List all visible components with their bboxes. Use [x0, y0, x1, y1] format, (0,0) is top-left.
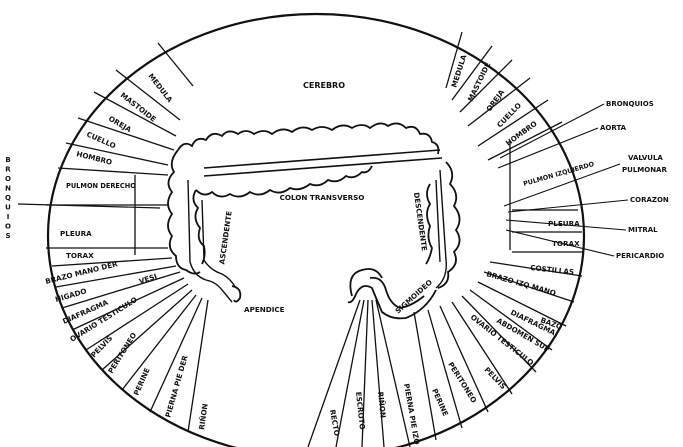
left-torax-label: TORAX — [66, 251, 94, 260]
left-medula-label: MEDULA — [146, 72, 174, 105]
left-pierna-pie-der-label: PIERNA PIE DER — [163, 354, 189, 419]
apendice-label: APENDICE — [244, 305, 285, 314]
left-vesi-label: VESI — [138, 272, 159, 286]
valvula-label: VALVULA — [628, 154, 663, 162]
descendente-label: DESCENDENTE — [412, 192, 429, 252]
left-pulmon-derecho-label: PULMON DERECHO — [66, 182, 136, 190]
pericardio-label: PERICARDIO — [616, 252, 664, 260]
right-zone-labels: MEDULA MASTOIDE OREJA CUELLO HOMBRO PULM… — [328, 53, 596, 445]
right-pierna-pie-izq-label: PIERNA PIE IZQ — [402, 383, 422, 445]
left-perine-label: PERINE — [132, 366, 152, 397]
left-mastoide-label: MASTOIDE — [119, 90, 158, 123]
right-escroto-label: ESCROTO — [354, 391, 367, 430]
pulmonar-label: PULMONAR — [622, 166, 667, 174]
right-perine-label: PERINE — [430, 387, 450, 418]
left-zone-labels: MEDULA MASTOIDE OREJA CUELLO HOMBRO PULM… — [44, 72, 209, 431]
bronquios-label: BRONQUIOS — [606, 100, 654, 108]
right-costillas-label: COSTILLAS — [530, 263, 575, 277]
ascendente-label: ASCENDENTE — [217, 210, 233, 264]
right-pulmon-izquierdo-label: PULMON IZQUIERDO — [522, 160, 595, 188]
right-oreja-label: OREJA — [484, 87, 506, 113]
left-pelvis-label: PELVIS — [89, 334, 114, 360]
colon-transverso-label: COLON TRANSVERSO — [280, 193, 365, 202]
right-medula-label: MEDULA — [449, 53, 468, 89]
left-cuello-label: CUELLO — [85, 130, 117, 151]
right-peritoneo-label: PERITONEO — [446, 360, 478, 404]
aorta-label: AORTA — [600, 124, 627, 132]
left-pleura-label: PLEURA — [60, 229, 92, 238]
right-mastoide-label: MASTOIDE — [466, 61, 493, 103]
corazon-label: CORAZON — [630, 196, 669, 204]
right-rinon-label: RIÑON — [376, 391, 388, 418]
left-oreja-label: OREJA — [107, 114, 133, 134]
right-recto-label: RECTO — [328, 409, 342, 437]
cerebro-label: CEREBRO — [303, 81, 345, 90]
left-rinon-label: RIÑON — [197, 403, 210, 430]
sigmoideo-label: SIGMOIDEO — [393, 278, 434, 316]
mitral-label: MITRAL — [628, 226, 658, 234]
